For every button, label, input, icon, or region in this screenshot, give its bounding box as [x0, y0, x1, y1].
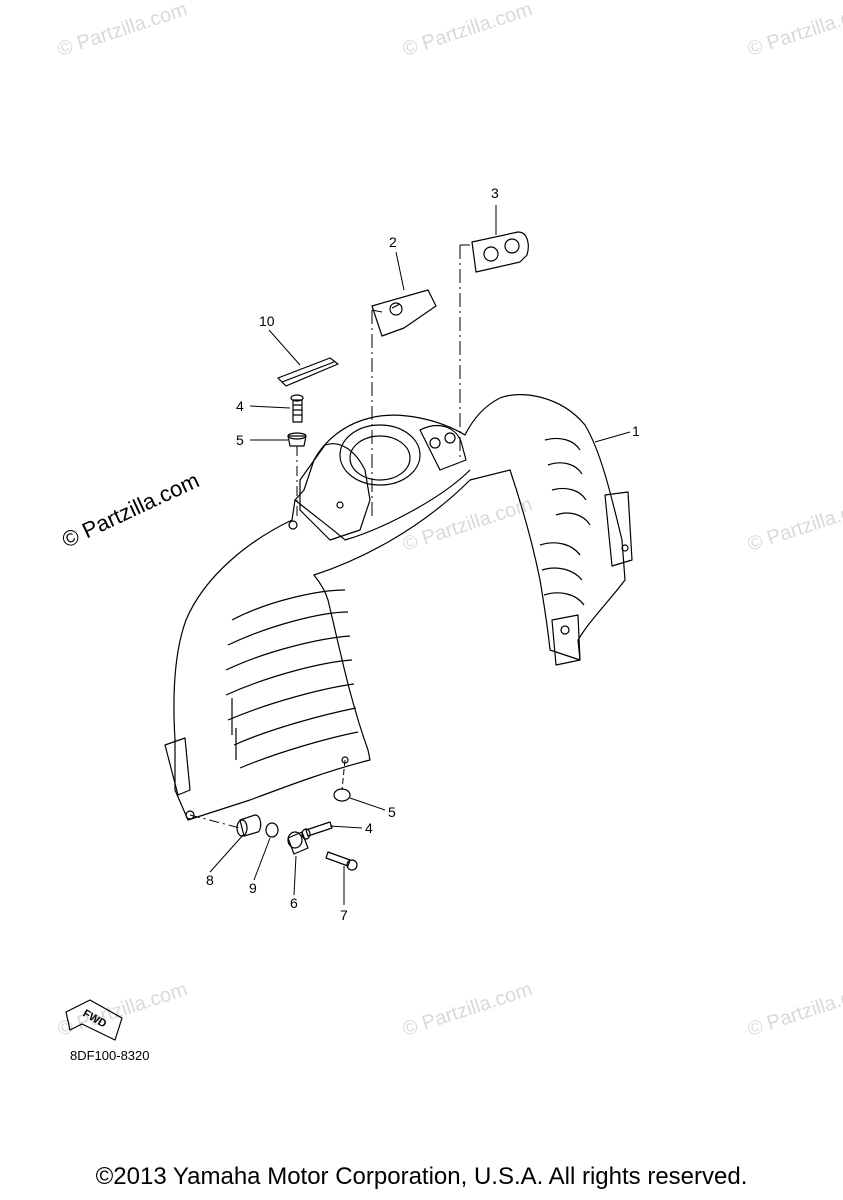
upper-fasteners [287, 394, 307, 447]
cowling-part-1 [164, 393, 633, 821]
callout-10: 10 [259, 313, 275, 329]
callout-2: 2 [389, 234, 397, 250]
part-10-strip [277, 357, 339, 387]
copyright-notice: ©2013 Yamaha Motor Corporation, U.S.A. A… [95, 1163, 748, 1190]
callout-8: 8 [206, 872, 214, 888]
leader-lines [189, 205, 631, 905]
callout-9: 9 [249, 880, 257, 896]
callout-3: 3 [491, 185, 499, 201]
callout-1: 1 [632, 423, 640, 439]
callout-5-upper: 5 [236, 432, 244, 448]
fwd-arrow-icon [65, 999, 123, 1041]
lower-fasteners [236, 788, 358, 871]
callout-5-lower: 5 [388, 804, 396, 820]
diagram-code: 8DF100-8320 [70, 1048, 150, 1063]
callout-6: 6 [290, 895, 298, 911]
callout-4-lower: 4 [365, 820, 373, 836]
part-2-plate [371, 289, 437, 337]
callout-4-upper: 4 [236, 398, 244, 414]
callout-7: 7 [340, 907, 348, 923]
part-3-plate [471, 231, 529, 273]
